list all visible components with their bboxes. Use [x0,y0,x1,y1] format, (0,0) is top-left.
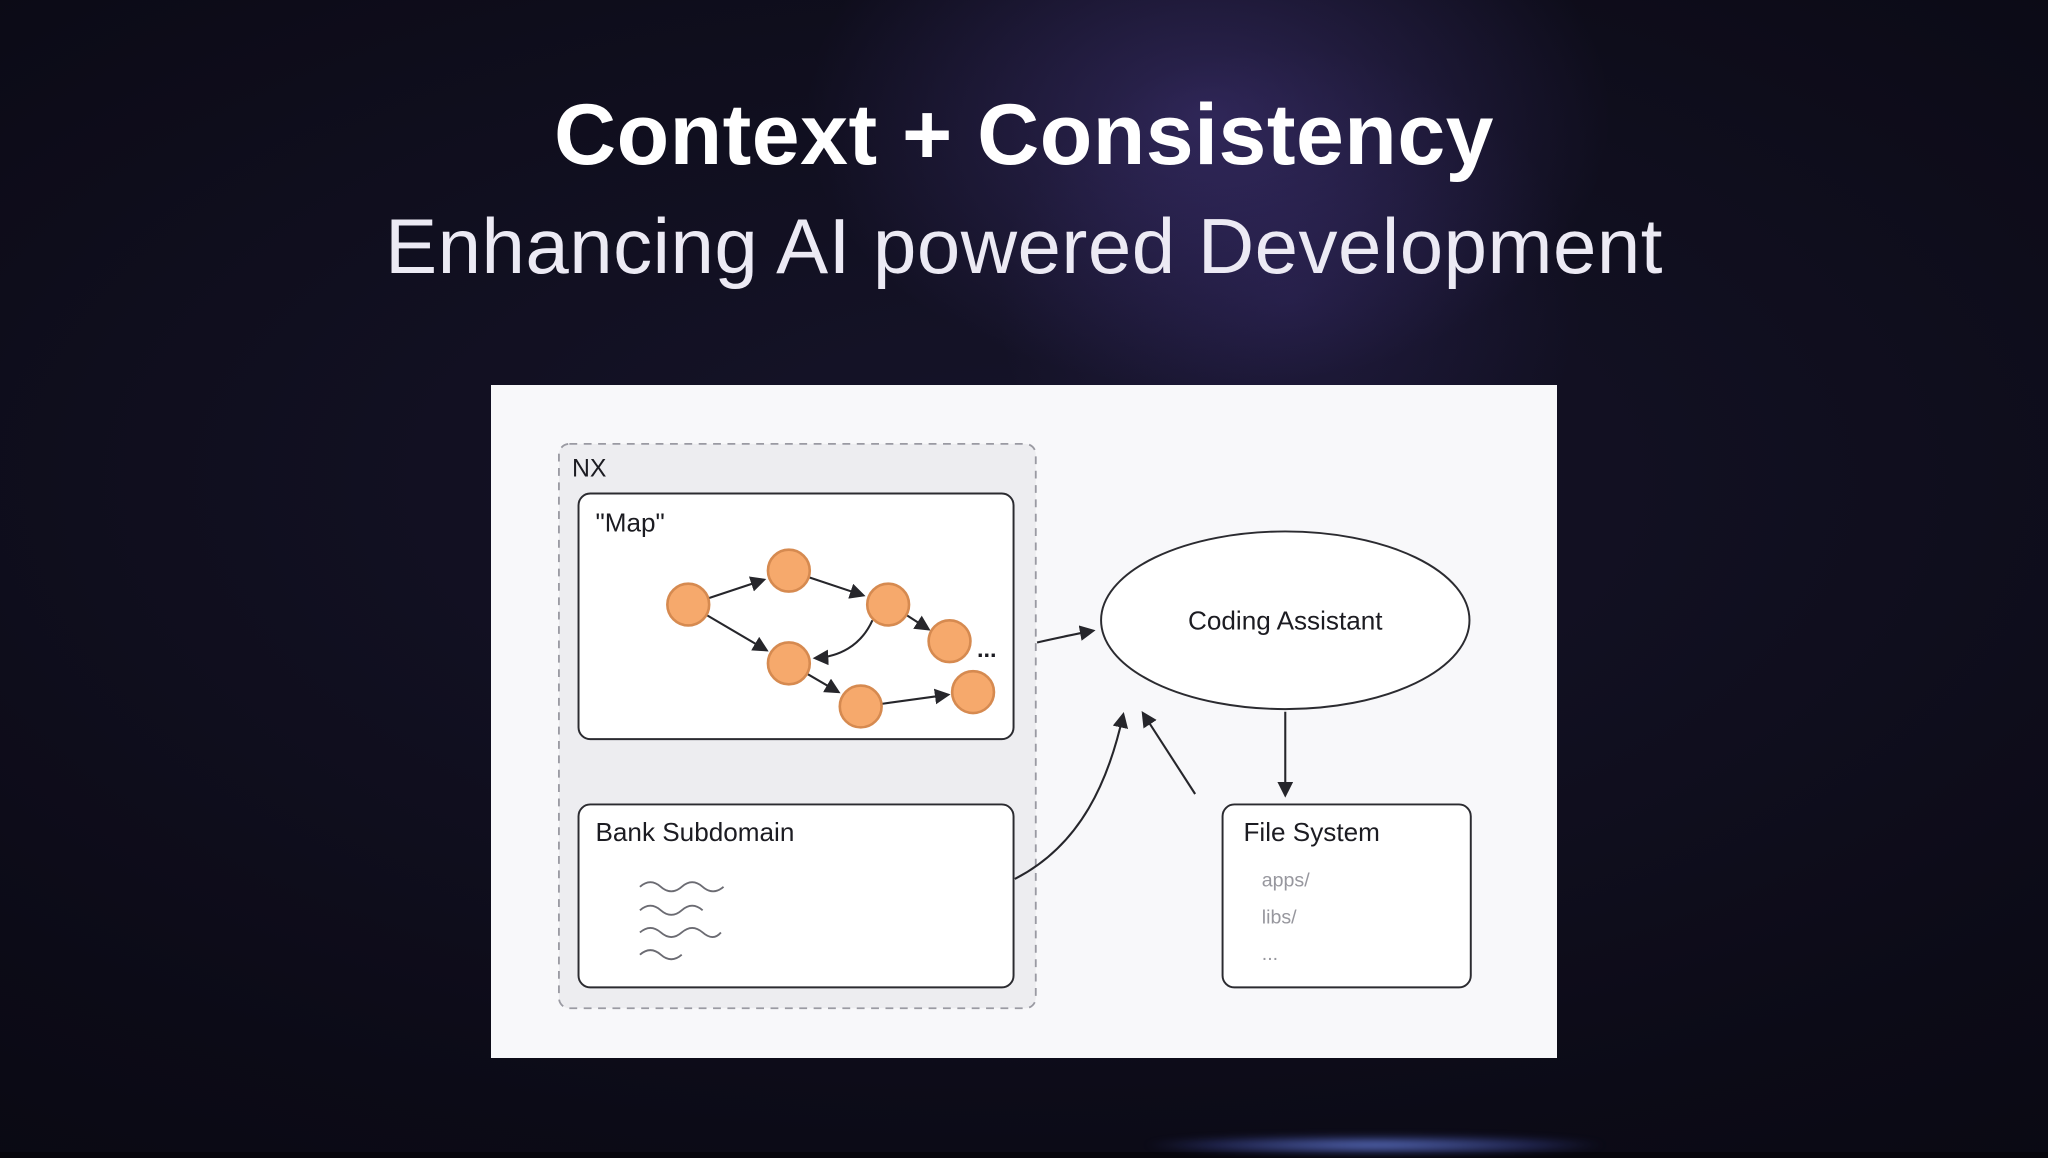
file-system-label: File System [1243,817,1379,847]
file-system-entry-apps: apps/ [1262,870,1310,892]
graph-node [666,582,711,627]
bank-subdomain-label: Bank Subdomain [596,817,795,847]
diagram-panel: NX "Map" ... Bank Subdomain [491,385,1557,1058]
squiggle-line [639,904,704,916]
nx-group-label: NX [572,456,607,483]
arrow-nx-to-assistant [1036,625,1096,644]
squiggle-line [639,949,683,961]
graph-edge [808,576,866,599]
graph-edge [706,614,769,652]
slide-subtitle: Enhancing AI powered Development [385,202,1663,290]
bank-text-squiggles [639,881,725,961]
map-box [577,492,1015,741]
file-system-box [1221,803,1472,989]
graph-edge-curved [812,619,874,666]
graph-node [766,548,812,593]
bank-subdomain-box [577,803,1015,989]
project-graph-edges [706,576,951,705]
graph-node [950,669,996,715]
connector-arrows [1014,625,1294,880]
graph-ellipsis: ... [977,636,997,662]
graph-node [838,684,883,729]
coding-assistant-label: Coding Assistant [1188,605,1383,635]
graph-edge [806,672,841,694]
file-system-entry-more: ... [1262,943,1278,965]
map-box-label: "Map" [596,507,665,537]
graph-node [927,618,972,664]
squiggle-line [639,926,722,938]
bottom-edge-glow [1064,1132,1685,1158]
graph-node [766,641,812,686]
graph-edge [905,614,931,631]
coding-assistant-ellipse [1100,530,1471,711]
architecture-diagram: NX "Map" ... Bank Subdomain [558,442,1472,1010]
file-system-entry-libs: libs/ [1262,906,1297,928]
slide-header: Context + Consistency Enhancing AI power… [0,86,2048,292]
project-graph-nodes [666,548,996,729]
graph-node [865,582,911,627]
graph-edge [881,688,951,705]
arrow-bank-to-assistant [1014,712,1129,880]
squiggle-line [639,881,725,893]
graph-edge [708,576,767,600]
arrow-filesystem-to-assistant [1141,711,1197,795]
slide-title: Context + Consistency [554,87,1494,183]
